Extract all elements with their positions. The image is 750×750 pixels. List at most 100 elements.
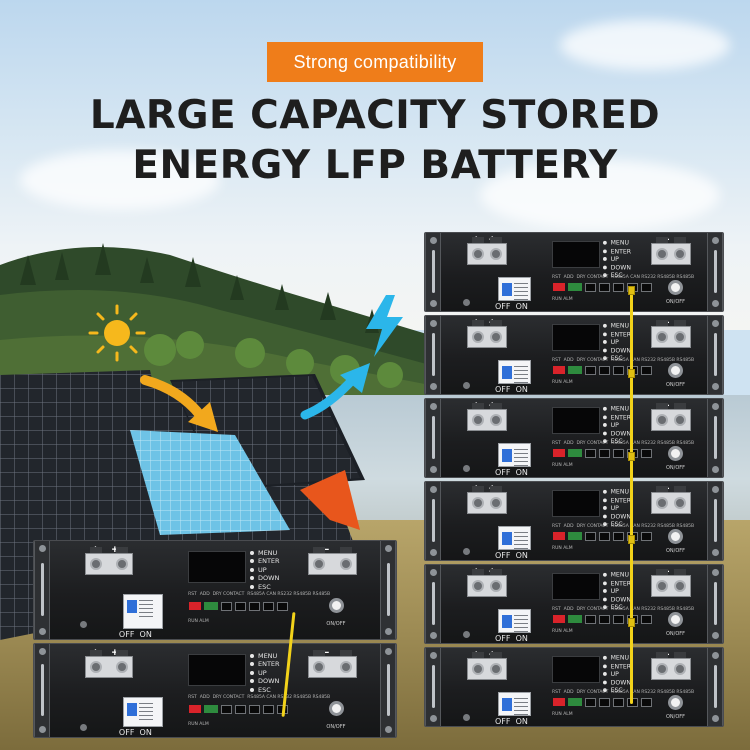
rs485-port[interactable] xyxy=(585,449,596,458)
menu-button[interactable]: ENTER xyxy=(603,662,631,670)
rs485-port[interactable] xyxy=(221,704,233,714)
menu-button[interactable]: MENU xyxy=(603,405,631,413)
power-switch[interactable] xyxy=(328,701,344,717)
rs232-port[interactable] xyxy=(249,601,261,611)
negative-terminal[interactable] xyxy=(651,652,691,680)
rs232-port[interactable] xyxy=(249,704,261,714)
menu-button[interactable]: DOWN xyxy=(603,678,631,686)
dry-contact-terminal[interactable] xyxy=(204,704,219,713)
dip-switch[interactable] xyxy=(189,704,202,713)
menu-button[interactable]: MENU xyxy=(603,239,631,247)
menu-button[interactable]: ENTER xyxy=(603,330,631,338)
rs485-port[interactable] xyxy=(585,366,596,375)
menu-button[interactable]: ESC xyxy=(603,686,631,694)
dry-contact-terminal[interactable] xyxy=(568,698,582,706)
menu-button[interactable]: ESC xyxy=(603,520,631,528)
circuit-breaker[interactable] xyxy=(498,443,531,469)
dry-contact-terminal[interactable] xyxy=(568,615,582,623)
rs232-port[interactable] xyxy=(613,532,624,541)
rs485b-port[interactable] xyxy=(641,366,652,375)
menu-button[interactable]: ESC xyxy=(603,437,631,445)
menu-button[interactable]: DOWN xyxy=(603,512,631,520)
negative-terminal[interactable] xyxy=(651,403,691,431)
menu-button[interactable]: MENU xyxy=(249,651,280,660)
negative-terminal[interactable] xyxy=(651,569,691,597)
menu-button[interactable]: ESC xyxy=(249,685,280,694)
menu-button[interactable]: ESC xyxy=(603,271,631,279)
rs485b-port[interactable] xyxy=(641,449,652,458)
rs485b-port[interactable] xyxy=(641,615,652,624)
menu-button[interactable]: UP xyxy=(249,668,280,677)
circuit-breaker[interactable] xyxy=(498,526,531,552)
negative-terminal[interactable] xyxy=(308,650,357,679)
rs485b-port[interactable] xyxy=(263,601,275,611)
menu-button[interactable]: UP xyxy=(603,587,631,595)
menu-button[interactable]: UP xyxy=(249,565,280,574)
can-port[interactable] xyxy=(235,704,247,714)
menu-button[interactable]: UP xyxy=(603,670,631,678)
dry-contact-terminal[interactable] xyxy=(568,366,582,374)
rs485b-port[interactable] xyxy=(277,601,289,611)
rs485b-port[interactable] xyxy=(641,532,652,541)
can-port[interactable] xyxy=(599,532,610,541)
rs485-port[interactable] xyxy=(585,698,596,707)
circuit-breaker[interactable] xyxy=(122,697,163,727)
can-port[interactable] xyxy=(599,449,610,458)
circuit-breaker[interactable] xyxy=(498,277,531,303)
positive-terminal[interactable] xyxy=(467,320,507,348)
rs485-port[interactable] xyxy=(585,283,596,292)
menu-button[interactable]: ESC xyxy=(249,582,280,591)
dry-contact-terminal[interactable] xyxy=(568,449,582,457)
power-switch[interactable] xyxy=(668,446,683,461)
circuit-breaker[interactable] xyxy=(498,360,531,386)
can-port[interactable] xyxy=(599,615,610,624)
menu-button[interactable]: DOWN xyxy=(249,574,280,583)
positive-terminal[interactable] xyxy=(467,652,507,680)
positive-terminal[interactable] xyxy=(467,486,507,514)
menu-button[interactable]: MENU xyxy=(603,488,631,496)
dip-switch[interactable] xyxy=(553,532,565,540)
menu-button[interactable]: DOWN xyxy=(603,263,631,271)
menu-button[interactable]: ENTER xyxy=(249,557,280,566)
can-port[interactable] xyxy=(599,698,610,707)
power-switch[interactable] xyxy=(328,598,344,614)
rs232-port[interactable] xyxy=(613,366,624,375)
negative-terminal[interactable] xyxy=(651,320,691,348)
menu-button[interactable]: ESC xyxy=(603,603,631,611)
positive-terminal[interactable] xyxy=(84,547,134,576)
rs232-port[interactable] xyxy=(613,698,624,707)
menu-button[interactable]: ENTER xyxy=(603,413,631,421)
dip-switch[interactable] xyxy=(553,449,565,457)
positive-terminal[interactable] xyxy=(467,403,507,431)
menu-button[interactable]: ENTER xyxy=(603,496,631,504)
rs485-port[interactable] xyxy=(221,601,233,611)
menu-button[interactable]: MENU xyxy=(603,322,631,330)
negative-terminal[interactable] xyxy=(651,237,691,265)
menu-button[interactable]: ENTER xyxy=(249,660,280,669)
rs485b-port[interactable] xyxy=(641,698,652,707)
positive-terminal[interactable] xyxy=(84,650,134,679)
negative-terminal[interactable] xyxy=(651,486,691,514)
can-port[interactable] xyxy=(599,366,610,375)
dip-switch[interactable] xyxy=(553,283,565,291)
menu-button[interactable]: DOWN xyxy=(603,346,631,354)
menu-button[interactable]: DOWN xyxy=(249,677,280,686)
circuit-breaker[interactable] xyxy=(498,609,531,635)
negative-terminal[interactable] xyxy=(308,547,357,576)
menu-button[interactable]: UP xyxy=(603,255,631,263)
circuit-breaker[interactable] xyxy=(122,594,163,629)
menu-button[interactable]: MENU xyxy=(603,654,631,662)
menu-button[interactable]: UP xyxy=(603,421,631,429)
power-switch[interactable] xyxy=(668,695,683,710)
menu-button[interactable]: DOWN xyxy=(603,429,631,437)
menu-button[interactable]: MENU xyxy=(249,548,280,557)
power-switch[interactable] xyxy=(668,363,683,378)
menu-button[interactable]: ENTER xyxy=(603,247,631,255)
dip-switch[interactable] xyxy=(553,698,565,706)
dry-contact-terminal[interactable] xyxy=(568,283,582,291)
menu-button[interactable]: UP xyxy=(603,338,631,346)
rs232-port[interactable] xyxy=(613,615,624,624)
power-switch[interactable] xyxy=(668,529,683,544)
dip-switch[interactable] xyxy=(553,366,565,374)
dry-contact-terminal[interactable] xyxy=(568,532,582,540)
